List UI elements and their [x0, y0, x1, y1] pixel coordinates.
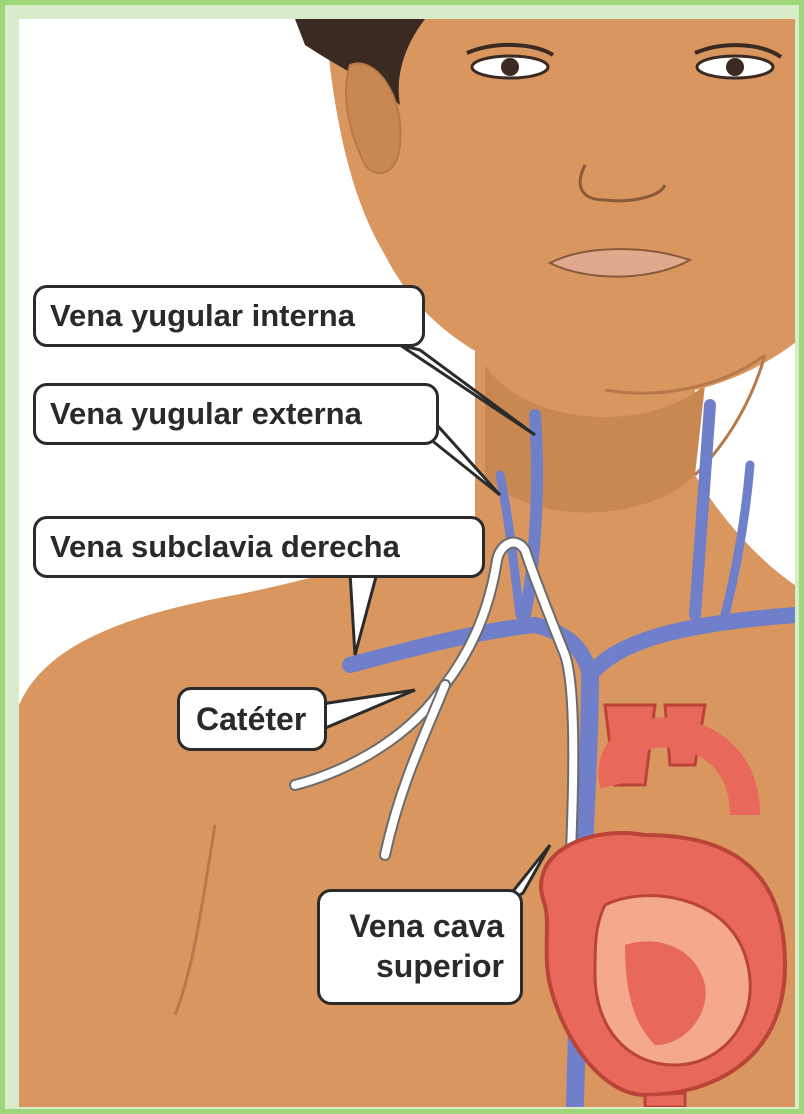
- label-catheter-text: Catéter: [196, 701, 306, 737]
- label-internal-jugular: Vena yugular interna: [33, 285, 425, 347]
- label-right-subclavian-text: Vena subclavia derecha: [50, 529, 400, 564]
- label-right-subclavian: Vena subclavia derecha: [33, 516, 485, 578]
- label-superior-vena-cava-line2: superior: [320, 946, 504, 986]
- label-external-jugular-text: Vena yugular externa: [50, 396, 362, 431]
- label-superior-vena-cava-line1: Vena cava: [320, 906, 504, 946]
- label-superior-vena-cava: Vena cava superior: [317, 889, 523, 1005]
- label-catheter: Catéter: [177, 687, 327, 751]
- label-internal-jugular-text: Vena yugular interna: [50, 298, 355, 333]
- diagram-canvas: Vena yugular interna Vena yugular extern…: [19, 19, 795, 1107]
- label-external-jugular: Vena yugular externa: [33, 383, 439, 445]
